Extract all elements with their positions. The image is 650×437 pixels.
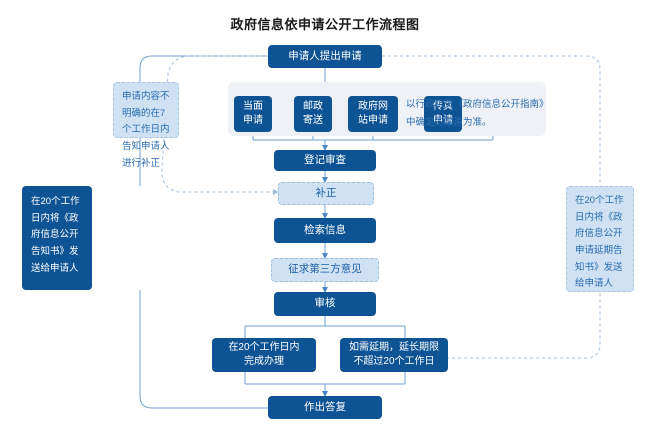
node-channel-fax[interactable]: 传真 申请: [424, 96, 462, 132]
note-unclear-application: 申请内容不明确的在7个工作日内告知申请人进行补正: [113, 82, 179, 169]
node-start[interactable]: 申请人提出申请: [268, 45, 382, 68]
page-title: 政府信息依申请公开工作流程图: [230, 17, 420, 32]
node-third-party-opinion-label: 征求第三方意见: [288, 263, 362, 276]
note-left-notification-text: 在20个工作日内将《政府信息公开告知书》发送给申请人: [31, 196, 80, 274]
node-registration-review-label: 登记审查: [304, 153, 346, 166]
node-reply-label: 作出答复: [304, 400, 346, 413]
note-unclear-application-text: 申请内容不明确的在7个工作日内告知申请人进行补正: [122, 91, 170, 169]
node-channel-fax-label: 传真 申请: [433, 101, 453, 126]
node-extension-20-days-label: 如需延期，延长期限 不超过20个工作日: [349, 342, 439, 367]
node-complete-within-20-days[interactable]: 在20个工作日内 完成办理: [212, 338, 316, 372]
channel-note: 以行政机关《政府信息公开指南》 中确定的渠道为准。: [406, 99, 549, 128]
node-third-party-opinion[interactable]: 征求第三方意见: [271, 258, 379, 282]
node-examination-label: 审核: [314, 297, 336, 310]
node-correction[interactable]: 补正: [278, 182, 374, 205]
node-channel-in-person-label: 当面 申请: [243, 101, 263, 126]
node-channel-postal-label: 邮政 寄送: [303, 101, 323, 126]
node-correction-label: 补正: [315, 186, 337, 199]
node-registration-review[interactable]: 登记审查: [274, 150, 376, 171]
note-right-extension: 在20个工作日内将《政府信息公开申请延期告知书》发送给申请人: [566, 186, 634, 292]
node-channel-website[interactable]: 政府网 站申请: [348, 96, 398, 132]
node-reply[interactable]: 作出答复: [268, 396, 382, 419]
note-right-extension-text: 在20个工作日内将《政府信息公开申请延期告知书》发送给申请人: [575, 195, 624, 290]
node-examination[interactable]: 审核: [274, 292, 376, 316]
node-channel-in-person[interactable]: 当面 申请: [234, 96, 272, 132]
node-channel-website-label: 政府网 站申请: [358, 101, 388, 126]
node-complete-within-20-days-label: 在20个工作日内 完成办理: [228, 342, 300, 367]
node-extension-20-days[interactable]: 如需延期，延长期限 不超过20个工作日: [340, 338, 448, 372]
node-channel-postal[interactable]: 邮政 寄送: [294, 96, 332, 132]
note-left-notification: 在20个工作日内将《政府信息公开告知书》发送给申请人: [22, 186, 92, 290]
node-start-label: 申请人提出申请: [288, 49, 362, 62]
node-search-information-label: 检索信息: [304, 223, 346, 236]
node-search-information[interactable]: 检索信息: [274, 218, 376, 243]
